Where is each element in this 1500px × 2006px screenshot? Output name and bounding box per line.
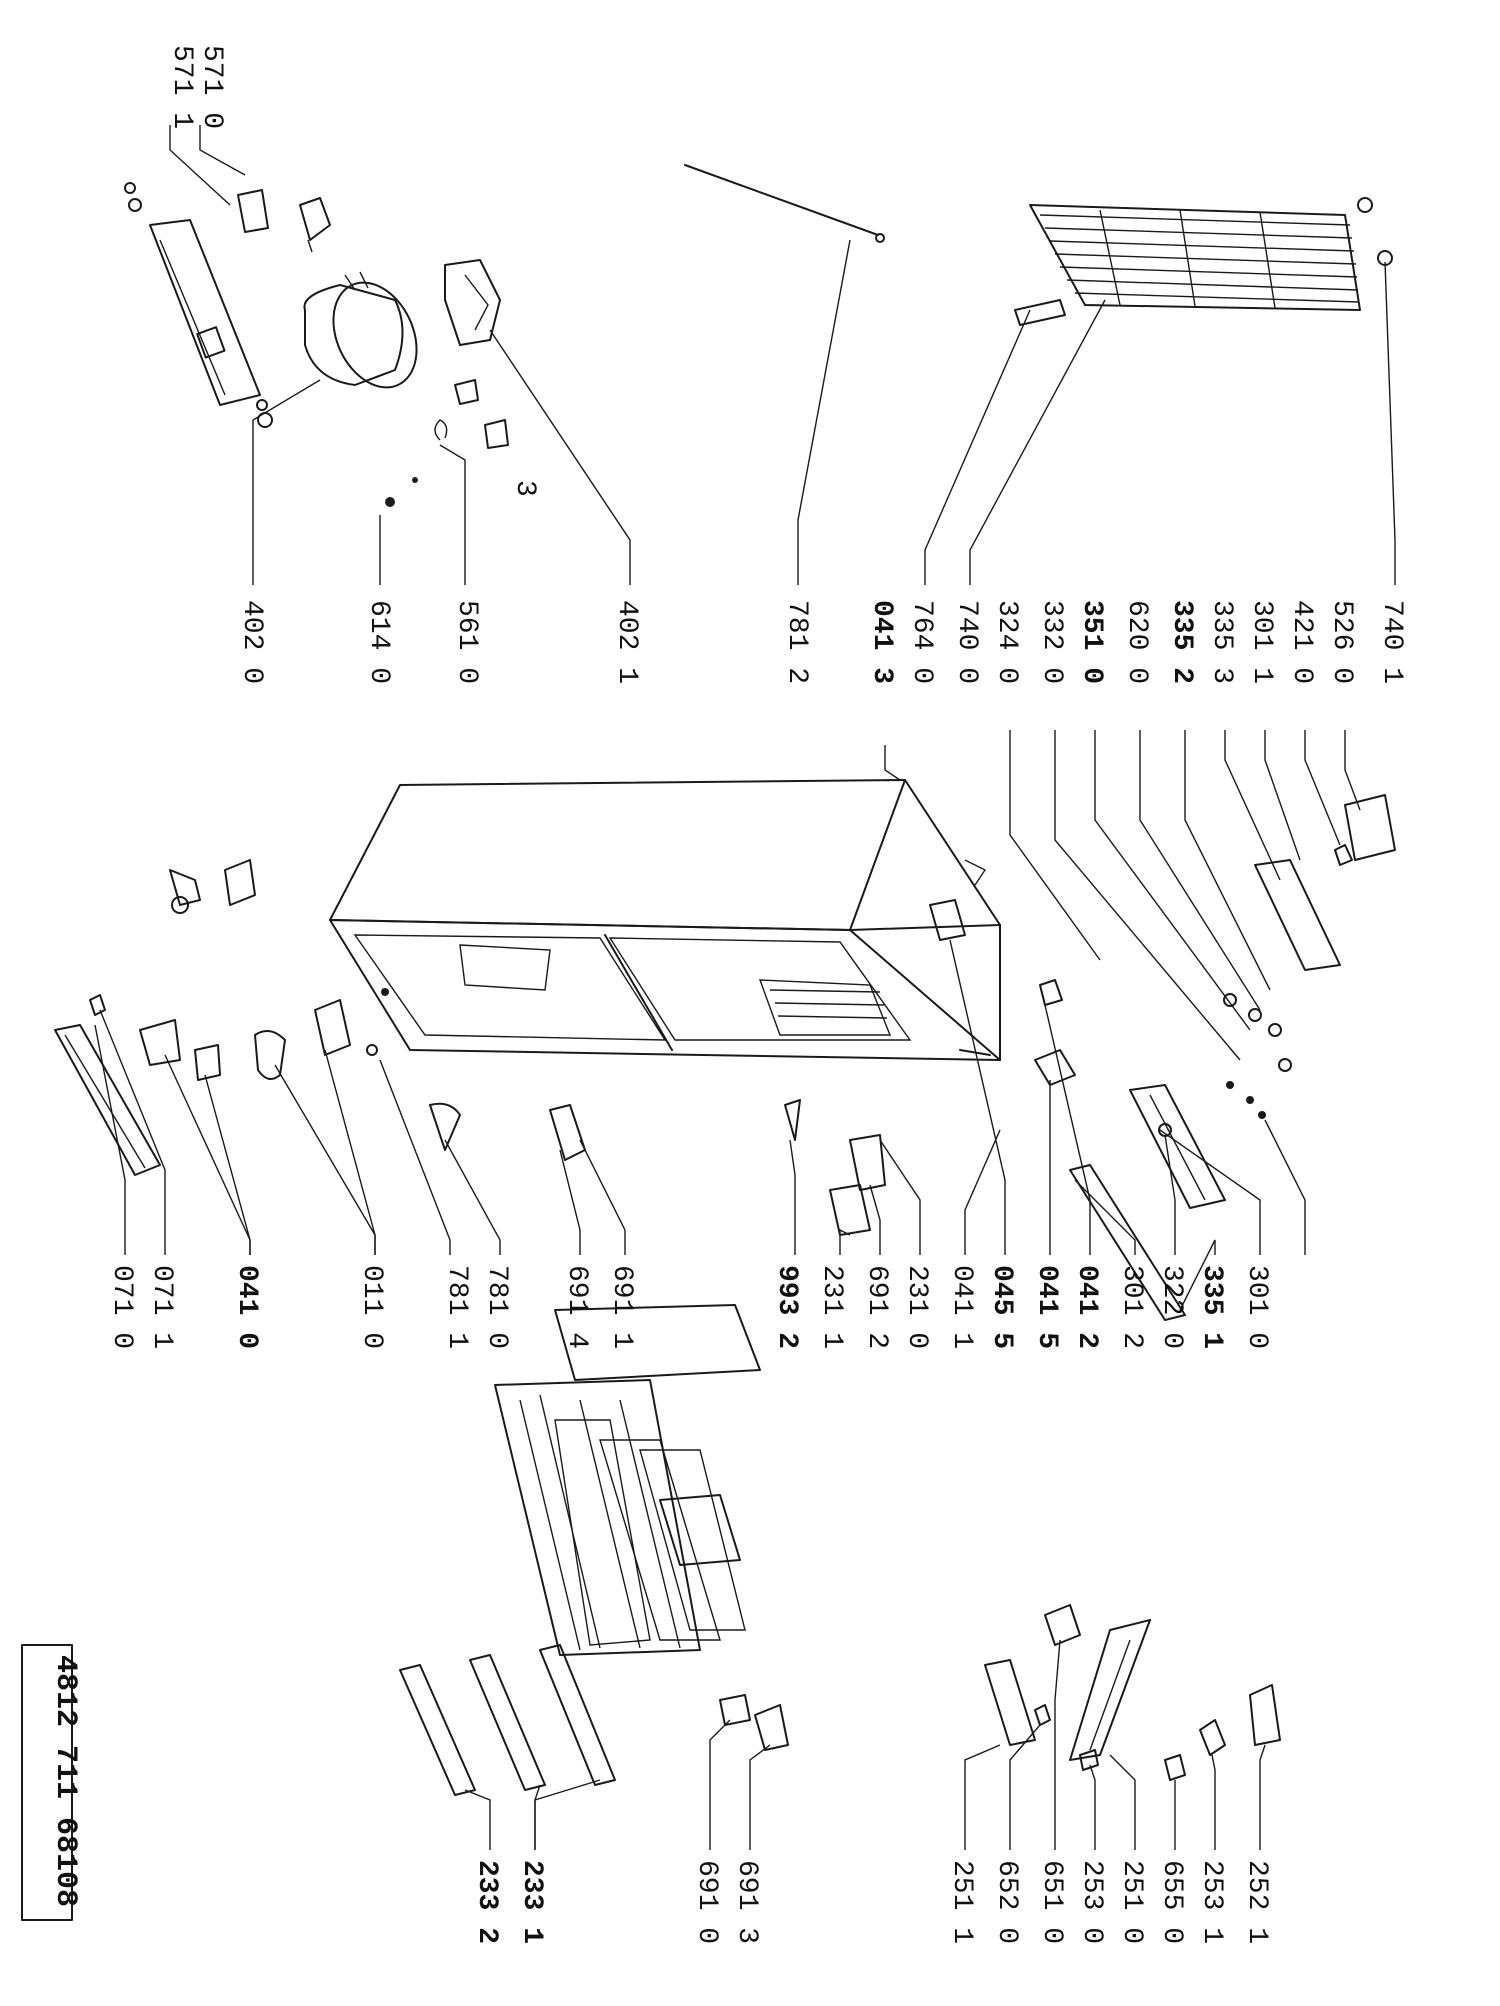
- shelves-drawing: [399, 1304, 789, 1796]
- rod-drawing: [684, 164, 885, 243]
- part-label-5710: 571 0: [196, 45, 227, 129]
- compressor-drawing: [303, 271, 418, 389]
- part-label-0710: 071 0: [106, 1265, 137, 1349]
- part-label-0412: 041 2: [1071, 1265, 1102, 1349]
- document-number-box: 4812 711 68108: [21, 1644, 82, 1921]
- part-label-9932: 993 2: [771, 1265, 802, 1349]
- part-label-3510: 351 0: [1076, 600, 1107, 684]
- part-label-3240: 324 0: [991, 600, 1022, 684]
- part-label-4020: 402 0: [236, 600, 267, 684]
- part-label-0415: 041 5: [1031, 1265, 1062, 1349]
- part-label-5260: 526 0: [1326, 600, 1357, 684]
- relay-box-drawing: [444, 259, 501, 346]
- leader-lines: [94, 125, 1396, 1850]
- part-label-7810: 781 0: [481, 1265, 512, 1349]
- part-label-0413: 041 3: [866, 600, 897, 684]
- refrigerator-cabinet-drawing: [329, 779, 1001, 1061]
- part-label-2331: 233 1: [516, 1860, 547, 1944]
- part-label-0110: 011 0: [356, 1265, 387, 1349]
- part-label-7400: 740 0: [951, 600, 982, 684]
- part-label-7640: 764 0: [906, 600, 937, 684]
- part-label-6911: 691 1: [606, 1265, 637, 1349]
- part-label-2530: 253 0: [1076, 1860, 1107, 1944]
- part-label-4021: 402 1: [611, 600, 642, 684]
- part-label-5711: 571 1: [166, 45, 197, 129]
- door-parts-drawing: [54, 859, 886, 1236]
- svg-text:3: 3: [509, 480, 540, 497]
- part-label-2310: 231 0: [901, 1265, 932, 1349]
- part-label-2531: 253 1: [1196, 1860, 1227, 1944]
- part-label-6910: 691 0: [691, 1860, 722, 1944]
- document-number: 4812 711 68108: [48, 1655, 82, 1907]
- evaporator-grid-drawing: [1014, 197, 1393, 326]
- part-label-0455: 045 5: [986, 1265, 1017, 1349]
- part-label-0410: 041 0: [231, 1265, 262, 1349]
- part-label-7812: 781 2: [781, 600, 812, 684]
- part-label-3351: 335 1: [1196, 1265, 1227, 1349]
- compressor-plate-drawing: [124, 182, 273, 428]
- part-label-6140: 614 0: [363, 600, 394, 684]
- part-label-2311: 231 1: [816, 1265, 847, 1349]
- part-label-3220: 322 0: [1156, 1265, 1187, 1349]
- part-label-6520: 652 0: [991, 1860, 1022, 1944]
- part-label-4210: 421 0: [1286, 600, 1317, 684]
- part-label-2510: 251 0: [1116, 1860, 1147, 1944]
- part-label-6550: 655 0: [1156, 1860, 1187, 1944]
- part-label-3352: 335 2: [1166, 600, 1197, 684]
- part-label-3010: 301 0: [1241, 1265, 1272, 1349]
- part-label-6914: 691 4: [561, 1265, 592, 1349]
- part-label-5610: 561 0: [451, 600, 482, 684]
- part-label-3320: 332 0: [1036, 600, 1067, 684]
- relay-clip-drawing: [237, 189, 331, 253]
- door-shelf-parts-drawing: [984, 1604, 1281, 1781]
- part-label-0711: 071 1: [146, 1265, 177, 1349]
- part-label-2511: 251 1: [946, 1860, 977, 1944]
- part-label-3011: 301 1: [1246, 600, 1277, 684]
- part-label-2521: 252 1: [1241, 1860, 1272, 1944]
- part-label-6510: 651 0: [1036, 1860, 1067, 1944]
- part-label-7811: 781 1: [441, 1265, 472, 1349]
- small-fittings-drawing: 3: [385, 379, 540, 507]
- part-label-3012: 301 2: [1116, 1265, 1147, 1349]
- control-panel-drawing: [959, 794, 1396, 1321]
- part-label-3353: 335 3: [1206, 600, 1237, 684]
- part-label-0411: 041 1: [946, 1265, 977, 1349]
- part-label-6200: 620 0: [1121, 600, 1152, 684]
- part-label-6913: 691 3: [731, 1860, 762, 1944]
- part-label-2332: 233 2: [471, 1860, 502, 1944]
- part-label-6912: 691 2: [861, 1265, 892, 1349]
- part-label-7401: 740 1: [1376, 600, 1407, 684]
